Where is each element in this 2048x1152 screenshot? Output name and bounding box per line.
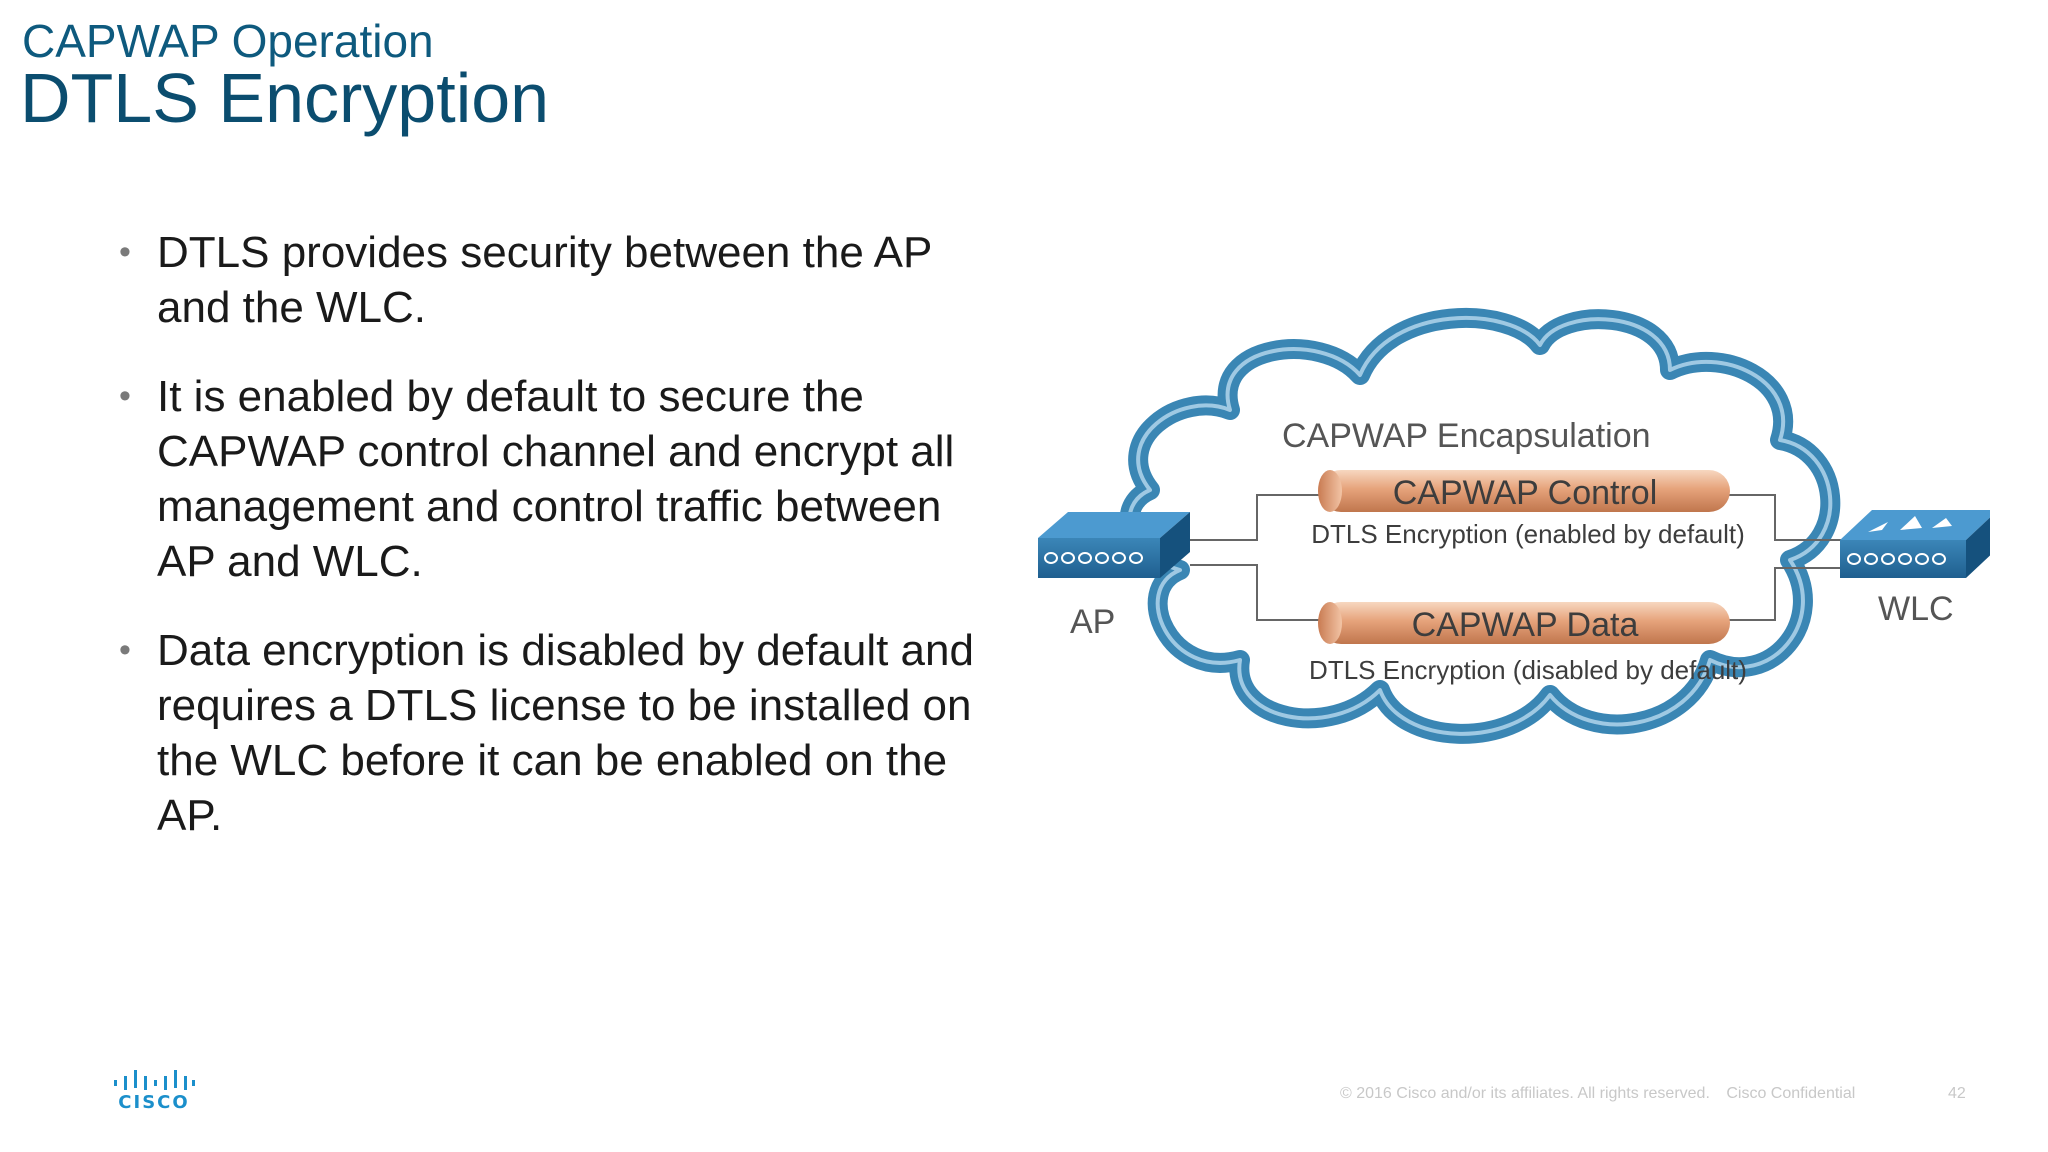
bullet-text: Data encryption is disabled by default a… [157, 626, 974, 840]
slide-title: DTLS Encryption [20, 59, 550, 137]
cisco-bars-icon [114, 1070, 195, 1090]
cisco-logo: CISCO [112, 1068, 196, 1114]
data-note: DTLS Encryption (disabled by default) [1309, 655, 1747, 685]
bullet-text: DTLS provides security between the AP an… [157, 228, 932, 332]
wlc-label: WLC [1878, 590, 1954, 628]
bullet-list: • DTLS provides security between the AP … [115, 225, 995, 877]
data-tunnel-label: CAPWAP Data [1412, 606, 1639, 644]
control-note: DTLS Encryption (enabled by default) [1311, 519, 1745, 549]
bullet-dot-icon: • [119, 233, 131, 271]
cisco-wordmark: CISCO [118, 1092, 190, 1113]
capwap-diagram: CAPWAP Encapsulation CAPWAP Control DTLS… [1038, 307, 1990, 744]
capwap-control-tunnel [1318, 470, 1730, 512]
bullet-item: • Data encryption is disabled by default… [115, 623, 995, 843]
page-number: 42 [1948, 1085, 1966, 1102]
ap-label: AP [1070, 603, 1115, 641]
capwap-data-tunnel [1318, 602, 1730, 644]
cloud-inner-outline [1127, 315, 1833, 736]
bullet-item: • DTLS provides security between the AP … [115, 225, 995, 335]
bullet-dot-icon: • [119, 631, 131, 669]
bullet-text: It is enabled by default to secure the C… [157, 372, 955, 586]
connector-lines [1190, 494, 1845, 621]
cloud-label: CAPWAP Encapsulation [1282, 417, 1651, 455]
bullet-item: • It is enabled by default to secure the… [115, 369, 995, 589]
control-tunnel-label: CAPWAP Control [1393, 474, 1658, 512]
copyright-text: © 2016 Cisco and/or its affiliates. All … [1340, 1085, 1710, 1102]
bullet-dot-icon: • [119, 377, 131, 415]
confidential-text: Cisco Confidential [1726, 1085, 1856, 1102]
ap-device-icon [1038, 512, 1190, 578]
wlc-device-icon [1840, 510, 1990, 578]
slide-subtitle: CAPWAP Operation [22, 15, 434, 67]
footer: © 2016 Cisco and/or its affiliates. All … [1340, 1085, 1867, 1103]
